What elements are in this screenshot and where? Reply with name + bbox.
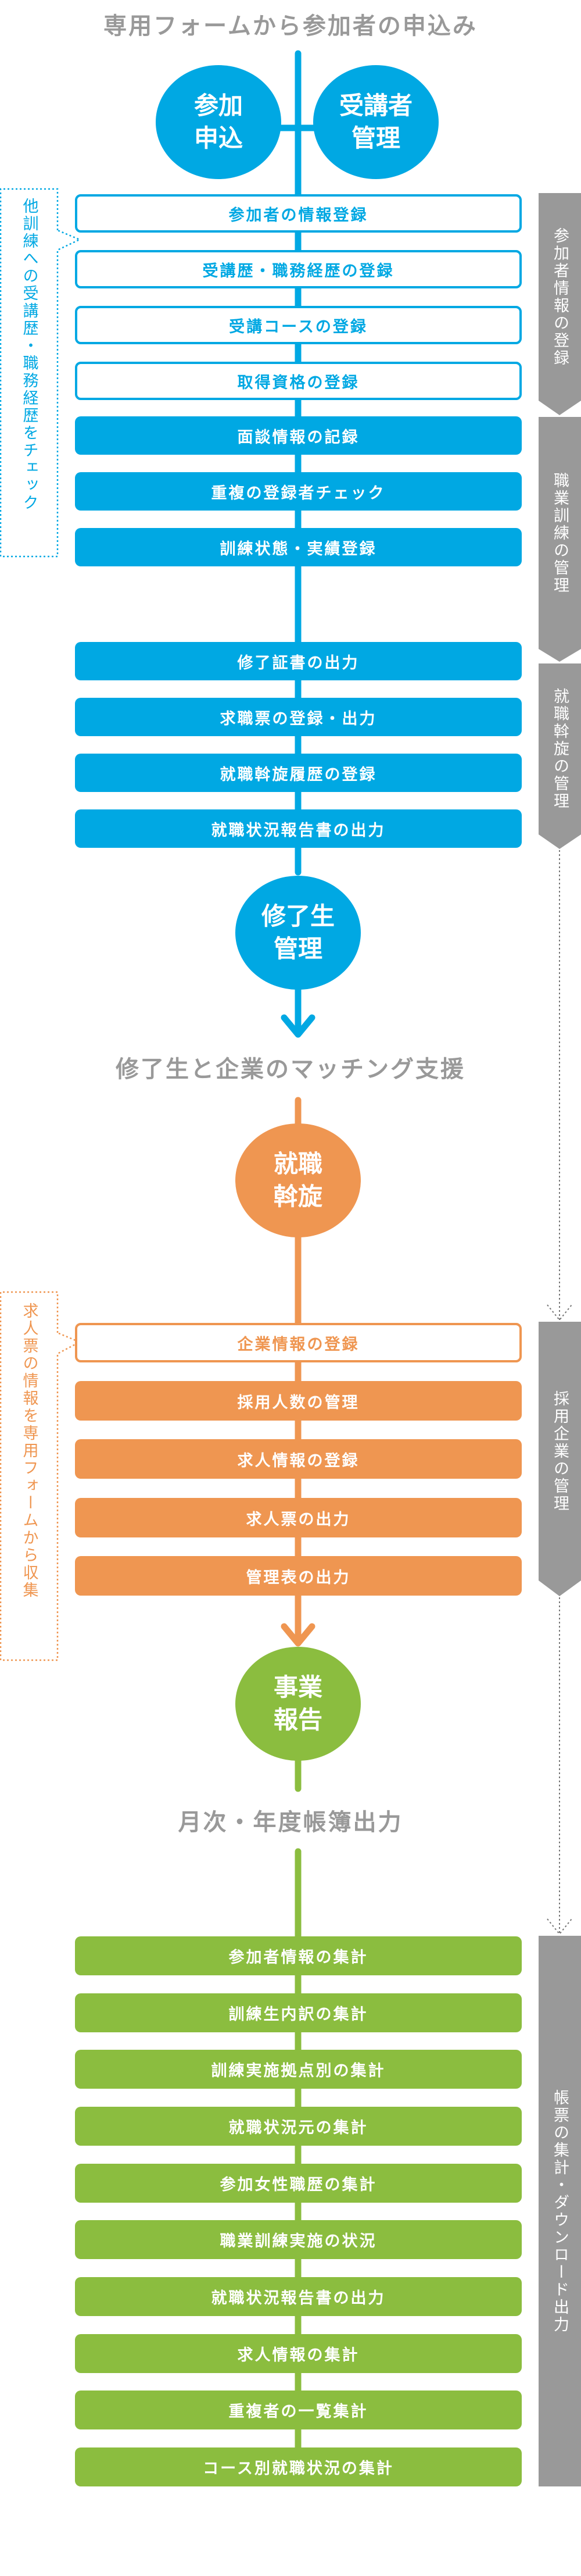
side-bar-5 [539,1936,581,2486]
process-step: 重複者の一覧集計 [75,2391,522,2429]
process-step: コース別就職状況の集計 [75,2447,522,2486]
side-label-text: 採用企業の管理 [551,1390,569,1512]
process-step: 重複の登録者チェック [75,472,522,511]
process-step-label: 参加者の情報登録 [228,206,368,224]
process-step-label: 求人票の出力 [246,1510,351,1529]
section-title-reports: 月次・年度帳簿出力 [178,1809,403,1836]
side-label-placement-management: 就職斡旋の管理 [539,663,581,834]
process-step-label: 採用人数の管理 [237,1393,360,1412]
process-step-label: 取得資格の登録 [237,373,360,392]
process-step-label: 修了証書の出力 [237,654,360,672]
process-step: 求人情報の集計 [75,2334,522,2373]
orange-arrow-head [281,1623,315,1647]
note-history-check: 他訓練への受講歴・職務経歴をチェック [0,198,58,547]
process-step-label: 参加女性職歴の集計 [220,2176,377,2194]
side-label-report-output: 帳票の集計・ダウンロード出力 [539,1936,581,2486]
process-step-label: 受講コースの登録 [229,317,368,336]
process-step-label: 重複者の一覧集計 [228,2403,368,2421]
process-step-label: 訓練状態・実績登録 [220,540,377,558]
process-step: 参加女性職歴の集計 [75,2164,522,2203]
process-step: 取得資格の登録 [75,362,522,400]
circle-attendee-management: 受講者 管理 [313,65,439,179]
process-step: 面談情報の記録 [75,416,522,455]
side-bar-2 [539,417,581,662]
note-text: 他訓練への受講歴・職務経歴をチェック [20,198,38,512]
process-step-label: 参加者情報の集計 [228,1949,368,1967]
process-step-label: 就職状況報告書の出力 [211,2289,386,2307]
process-step-label: 面談情報の記録 [237,428,360,447]
note-frame-orange [0,1291,81,1661]
circle-business-report: 事業 報告 [235,1647,361,1761]
process-step: 就職斡旋履歴の登録 [75,754,522,792]
process-step: 職業訓練実施の状況 [75,2220,522,2259]
process-step-label: 求人情報の登録 [237,1451,360,1470]
process-step-label: 重複の登録者チェック [211,484,386,502]
process-step: 参加者情報の集計 [75,1936,522,1975]
process-step-label: 求人情報の集計 [237,2346,360,2364]
process-step-label: 就職斡旋履歴の登録 [220,765,377,784]
note-frame-blue [0,188,82,558]
side-label-training-management: 職業訓練の管理 [539,417,581,649]
circle-apply: 参加 申込 [156,65,281,179]
side-bar-3 [539,663,581,849]
process-step: 訓練状態・実績登録 [75,528,522,566]
blue-arrow-head [281,1014,315,1038]
process-step: 修了証書の出力 [75,642,522,680]
side-label-company-management: 採用企業の管理 [539,1322,581,1580]
process-step: 参加者の情報登録 [75,194,522,233]
process-step: 訓練実施拠点別の集計 [75,2050,522,2089]
process-step: 求人票の出力 [75,1498,522,1537]
process-step-label: 管理表の出力 [246,1568,351,1587]
process-step: 求職票の登録・出力 [75,698,522,736]
process-step-label: 受講歴・職務経歴の登録 [202,262,394,280]
process-step-label: コース別就職状況の集計 [203,2460,394,2478]
process-step: 求人情報の登録 [75,1439,522,1479]
process-step-label: 職業訓練実施の状況 [220,2232,377,2250]
process-step-label: 訓練実施拠点別の集計 [211,2062,386,2080]
section-title-application: 専用フォームから参加者の申込み [103,13,478,40]
process-step: 受講コースの登録 [75,306,522,344]
side-label-text: 参加者情報の登録 [551,227,569,367]
process-step: 訓練生内訳の集計 [75,1993,522,2032]
note-text: 求人票の情報を専用フォームから収集 [20,1303,38,1599]
process-step: 就職状況報告書の出力 [75,2277,522,2316]
process-step-label: 企業情報の登録 [237,1335,360,1354]
section-title-matching: 修了生と企業のマッチング支援 [116,1056,465,1083]
process-step: 就職状況報告書の出力 [75,809,522,848]
side-bar-4 [539,1322,581,1596]
side-bar-1 [539,193,581,415]
side-label-text: 職業訓練の管理 [551,472,569,594]
process-step-label: 訓練生内訳の集計 [228,2006,368,2024]
side-label-participant-registration: 参加者情報の登録 [539,193,581,401]
process-step: 受講歴・職務経歴の登録 [75,250,522,288]
process-step: 採用人数の管理 [75,1381,522,1421]
circle-job-placement: 就職 斡旋 [235,1123,361,1237]
process-step: 企業情報の登録 [75,1323,522,1362]
process-step-label: 就職状況報告書の出力 [211,821,386,840]
process-step-label: 求職票の登録・出力 [220,709,377,728]
process-step: 就職状況元の集計 [75,2107,522,2146]
side-label-text: 就職斡旋の管理 [551,688,569,810]
side-label-text: 帳票の集計・ダウンロード出力 [551,2089,569,2334]
process-step: 管理表の出力 [75,1556,522,1596]
process-step-label: 就職状況元の集計 [228,2119,368,2137]
note-job-form: 求人票の情報を専用フォームから収集 [0,1303,58,1651]
circle-graduate-management: 修了生 管理 [235,876,361,990]
